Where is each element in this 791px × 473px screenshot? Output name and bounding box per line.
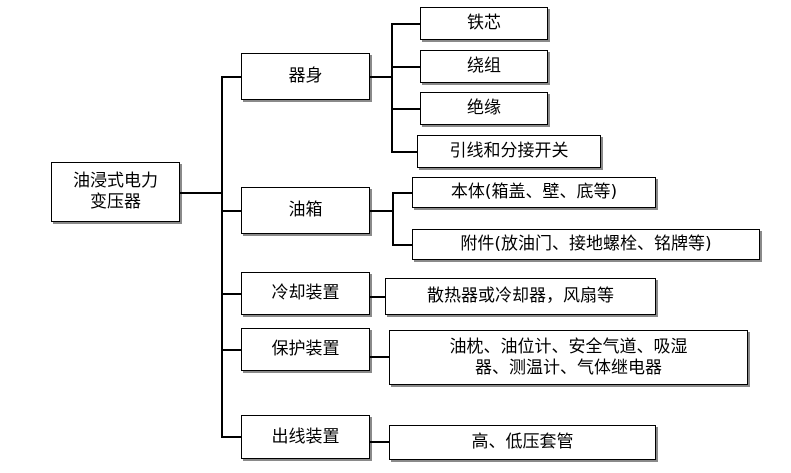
node-tiexin[interactable]: 铁芯 [420,7,548,40]
node-root[interactable]: 油浸式电力 变压器 [51,162,180,222]
connector-qishen-tiexin [391,23,421,25]
connector-root-to-trunk [180,192,222,194]
node-benti[interactable]: 本体(箱盖、壁、底等) [412,177,656,208]
trunk-main [221,77,223,438]
node-qishen[interactable]: 器身 [241,53,370,100]
node-youxiang[interactable]: 油箱 [241,187,370,234]
trunk-qishen [391,23,393,152]
node-youzhen[interactable]: 油枕、油位计、安全气道、吸湿 器、测温计、气体继电器 [389,330,748,385]
connector-youxiang-fujian [392,244,413,246]
node-fujian[interactable]: 附件(放油门、接地螺栓、铭牌等) [412,229,760,260]
node-jueyuan[interactable]: 绝缘 [420,92,548,125]
connector-trunk-youxiang [221,210,242,212]
connector-qishen-jueyuan [391,108,421,110]
connector-trunk-lengque [221,293,242,295]
node-yinxian[interactable]: 引线和分接开关 [417,135,601,168]
node-lengque[interactable]: 冷却装置 [241,272,370,315]
node-raozu[interactable]: 绕组 [420,50,548,83]
connector-lengque-sanreqi [370,296,387,298]
node-chuxian[interactable]: 出线装置 [241,415,370,459]
connector-qishen-yinxian [391,151,418,153]
connector-trunk-baohu [221,349,242,351]
node-taoguan[interactable]: 高、低压套管 [389,425,656,460]
connector-chuxian-taoguan [370,441,391,443]
connector-baohu-youzhen [370,356,391,358]
trunk-youxiang [392,192,394,245]
connector-trunk-qishen [221,76,242,78]
connector-qishen-raozu [391,66,421,68]
connector-youxiang-out [370,210,393,212]
connector-trunk-chuxian [221,436,242,438]
node-sanreqi[interactable]: 散热器或冷却器，风扇等 [385,278,656,315]
connector-youxiang-benti [392,192,413,194]
connector-qishen-out [370,76,392,78]
node-baohu[interactable]: 保护装置 [241,328,370,371]
